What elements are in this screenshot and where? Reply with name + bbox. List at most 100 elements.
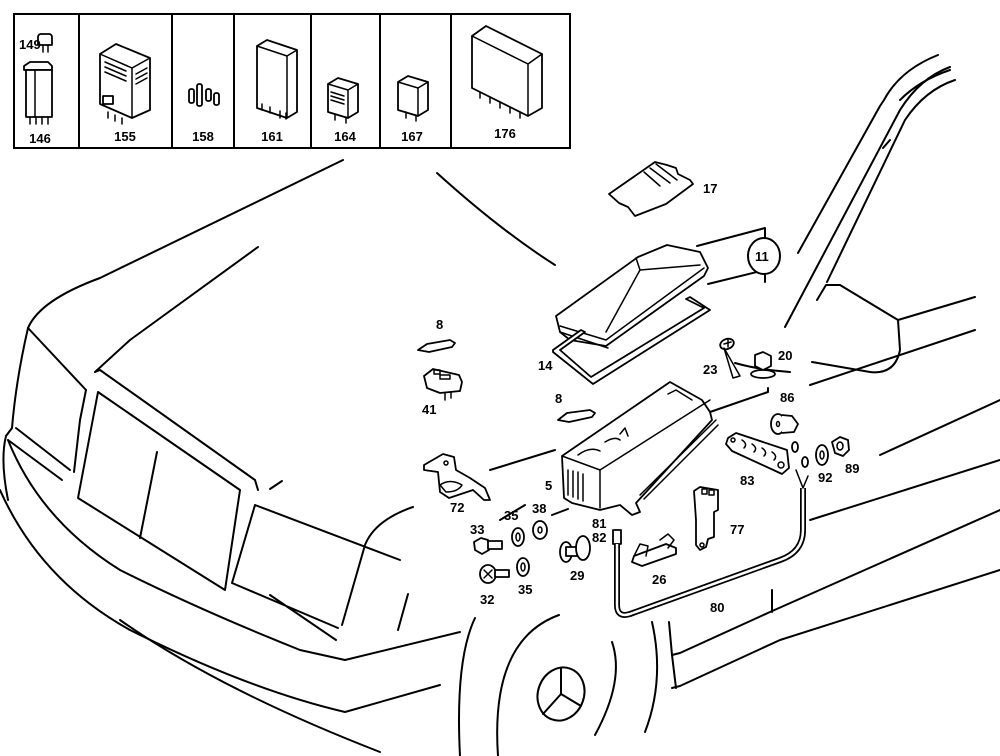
left-fender-inner	[27, 327, 87, 391]
leader-20	[709, 387, 769, 413]
hood-edge	[27, 159, 344, 329]
part-33-bolt[interactable]	[473, 537, 503, 555]
part-92-washer[interactable]	[815, 444, 829, 466]
bumper-bottom	[119, 619, 381, 753]
a-pillar-inner	[826, 69, 956, 283]
part-8-fuse-lower[interactable]	[557, 409, 596, 423]
wheel-arch-inner2	[644, 621, 659, 733]
callout-14: 14	[538, 358, 553, 373]
fender-curve	[341, 506, 414, 631]
small-tick	[269, 480, 283, 490]
callout-32: 32	[480, 592, 494, 607]
wheel-arch-outer	[458, 617, 476, 756]
wheel-arch-inner	[594, 641, 617, 736]
callout-17: 17	[703, 181, 717, 196]
callout-23: 23	[703, 362, 717, 377]
body-line-front	[489, 449, 556, 471]
callout-41: 41	[422, 402, 436, 417]
relay-146-icon[interactable]	[23, 61, 53, 125]
part-20-flange-nut[interactable]	[750, 351, 776, 379]
callout-29: 29	[570, 568, 584, 583]
callout-92: 92	[818, 470, 832, 485]
part-8-fuse-upper[interactable]	[417, 339, 456, 353]
part-80-ground-cable[interactable]	[614, 441, 809, 618]
fuse-158-label: 158	[192, 129, 214, 144]
module-176-icon[interactable]	[471, 25, 543, 119]
callout-82: 82	[592, 530, 606, 545]
callout-8-upper: 8	[436, 317, 443, 332]
callout-33: 33	[470, 522, 484, 537]
relay-146-label: 146	[29, 131, 51, 146]
callout-26: 26	[652, 572, 666, 587]
front-bumper	[7, 439, 461, 661]
side-body-line	[809, 459, 1000, 521]
headlight	[231, 504, 401, 641]
callout-35-lower: 35	[518, 582, 532, 597]
grille	[77, 391, 241, 591]
a-pillar-base	[811, 284, 901, 374]
relay-167-label: 167	[401, 129, 423, 144]
callout-5: 5	[545, 478, 552, 493]
hood-crease	[94, 246, 259, 373]
left-fender	[2, 327, 29, 501]
front-bumper-lower	[0, 489, 441, 713]
relay-161-label: 161	[261, 129, 283, 144]
relay-167-icon[interactable]	[397, 75, 429, 122]
grille-top	[94, 369, 259, 491]
car-body-outline	[0, 54, 1000, 756]
part-23-screw[interactable]	[719, 337, 741, 379]
part-29-grommet[interactable]	[559, 535, 591, 563]
part-14-gasket[interactable]	[552, 296, 711, 385]
callout-80: 80	[710, 600, 724, 615]
part-72-bracket[interactable]	[423, 453, 491, 501]
part-89-hex-nut[interactable]	[831, 436, 850, 457]
callout-11-badge[interactable]	[747, 237, 781, 275]
part-lid-cover[interactable]	[555, 244, 709, 349]
relay-149-icon[interactable]	[37, 33, 53, 53]
callout-72: 72	[450, 500, 464, 515]
callout-11: 11	[755, 249, 769, 264]
relay-161-icon[interactable]	[256, 39, 298, 120]
body-line-front2	[499, 504, 526, 521]
part-41-relay[interactable]	[423, 368, 463, 401]
callout-89: 89	[845, 461, 859, 476]
part-86-nut[interactable]	[770, 413, 799, 435]
mercedes-star-logo	[536, 666, 586, 722]
side-sill-lower	[671, 569, 1000, 689]
callout-38: 38	[532, 501, 546, 516]
body-line	[7, 427, 71, 481]
part-81-82-connector[interactable]	[612, 529, 622, 545]
part-83-terminal-block[interactable]	[725, 432, 790, 475]
callout-8-lower: 8	[555, 391, 562, 406]
relay-155-label: 155	[114, 129, 136, 144]
relay-164-icon[interactable]	[327, 77, 359, 124]
fuse-158-icon[interactable]	[188, 83, 220, 107]
a-pillar-mid	[784, 66, 951, 328]
leader-38	[551, 508, 569, 516]
callout-77: 77	[730, 522, 744, 537]
side-sill-upper	[671, 509, 1000, 656]
callout-20: 20	[778, 348, 792, 363]
part-38-washer[interactable]	[532, 520, 548, 540]
body-line-lower	[879, 399, 1000, 456]
part-77-terminal[interactable]	[693, 486, 719, 551]
wheel-arch	[496, 614, 560, 756]
relay-164-label: 164	[334, 129, 356, 144]
part-35-washer-lower[interactable]	[516, 557, 530, 577]
cowl-line	[882, 139, 891, 149]
part-26-clip[interactable]	[631, 533, 677, 567]
part-17-cover-sheet[interactable]	[608, 161, 694, 217]
hood-center-curve	[436, 172, 556, 266]
relay-149-label: 149	[19, 37, 41, 52]
callout-35-upper: 35	[504, 508, 518, 523]
grille-bar	[139, 451, 158, 539]
mirror-line	[897, 296, 976, 321]
part-32-screw[interactable]	[479, 564, 510, 584]
a-pillar-outer	[797, 54, 939, 254]
part-5-fuse-box[interactable]	[561, 381, 719, 516]
callout-86: 86	[780, 390, 794, 405]
relay-155-icon[interactable]	[99, 43, 151, 125]
relay-legend-panel: 149 146 155	[13, 13, 571, 149]
part-35-washer-upper[interactable]	[511, 527, 525, 547]
